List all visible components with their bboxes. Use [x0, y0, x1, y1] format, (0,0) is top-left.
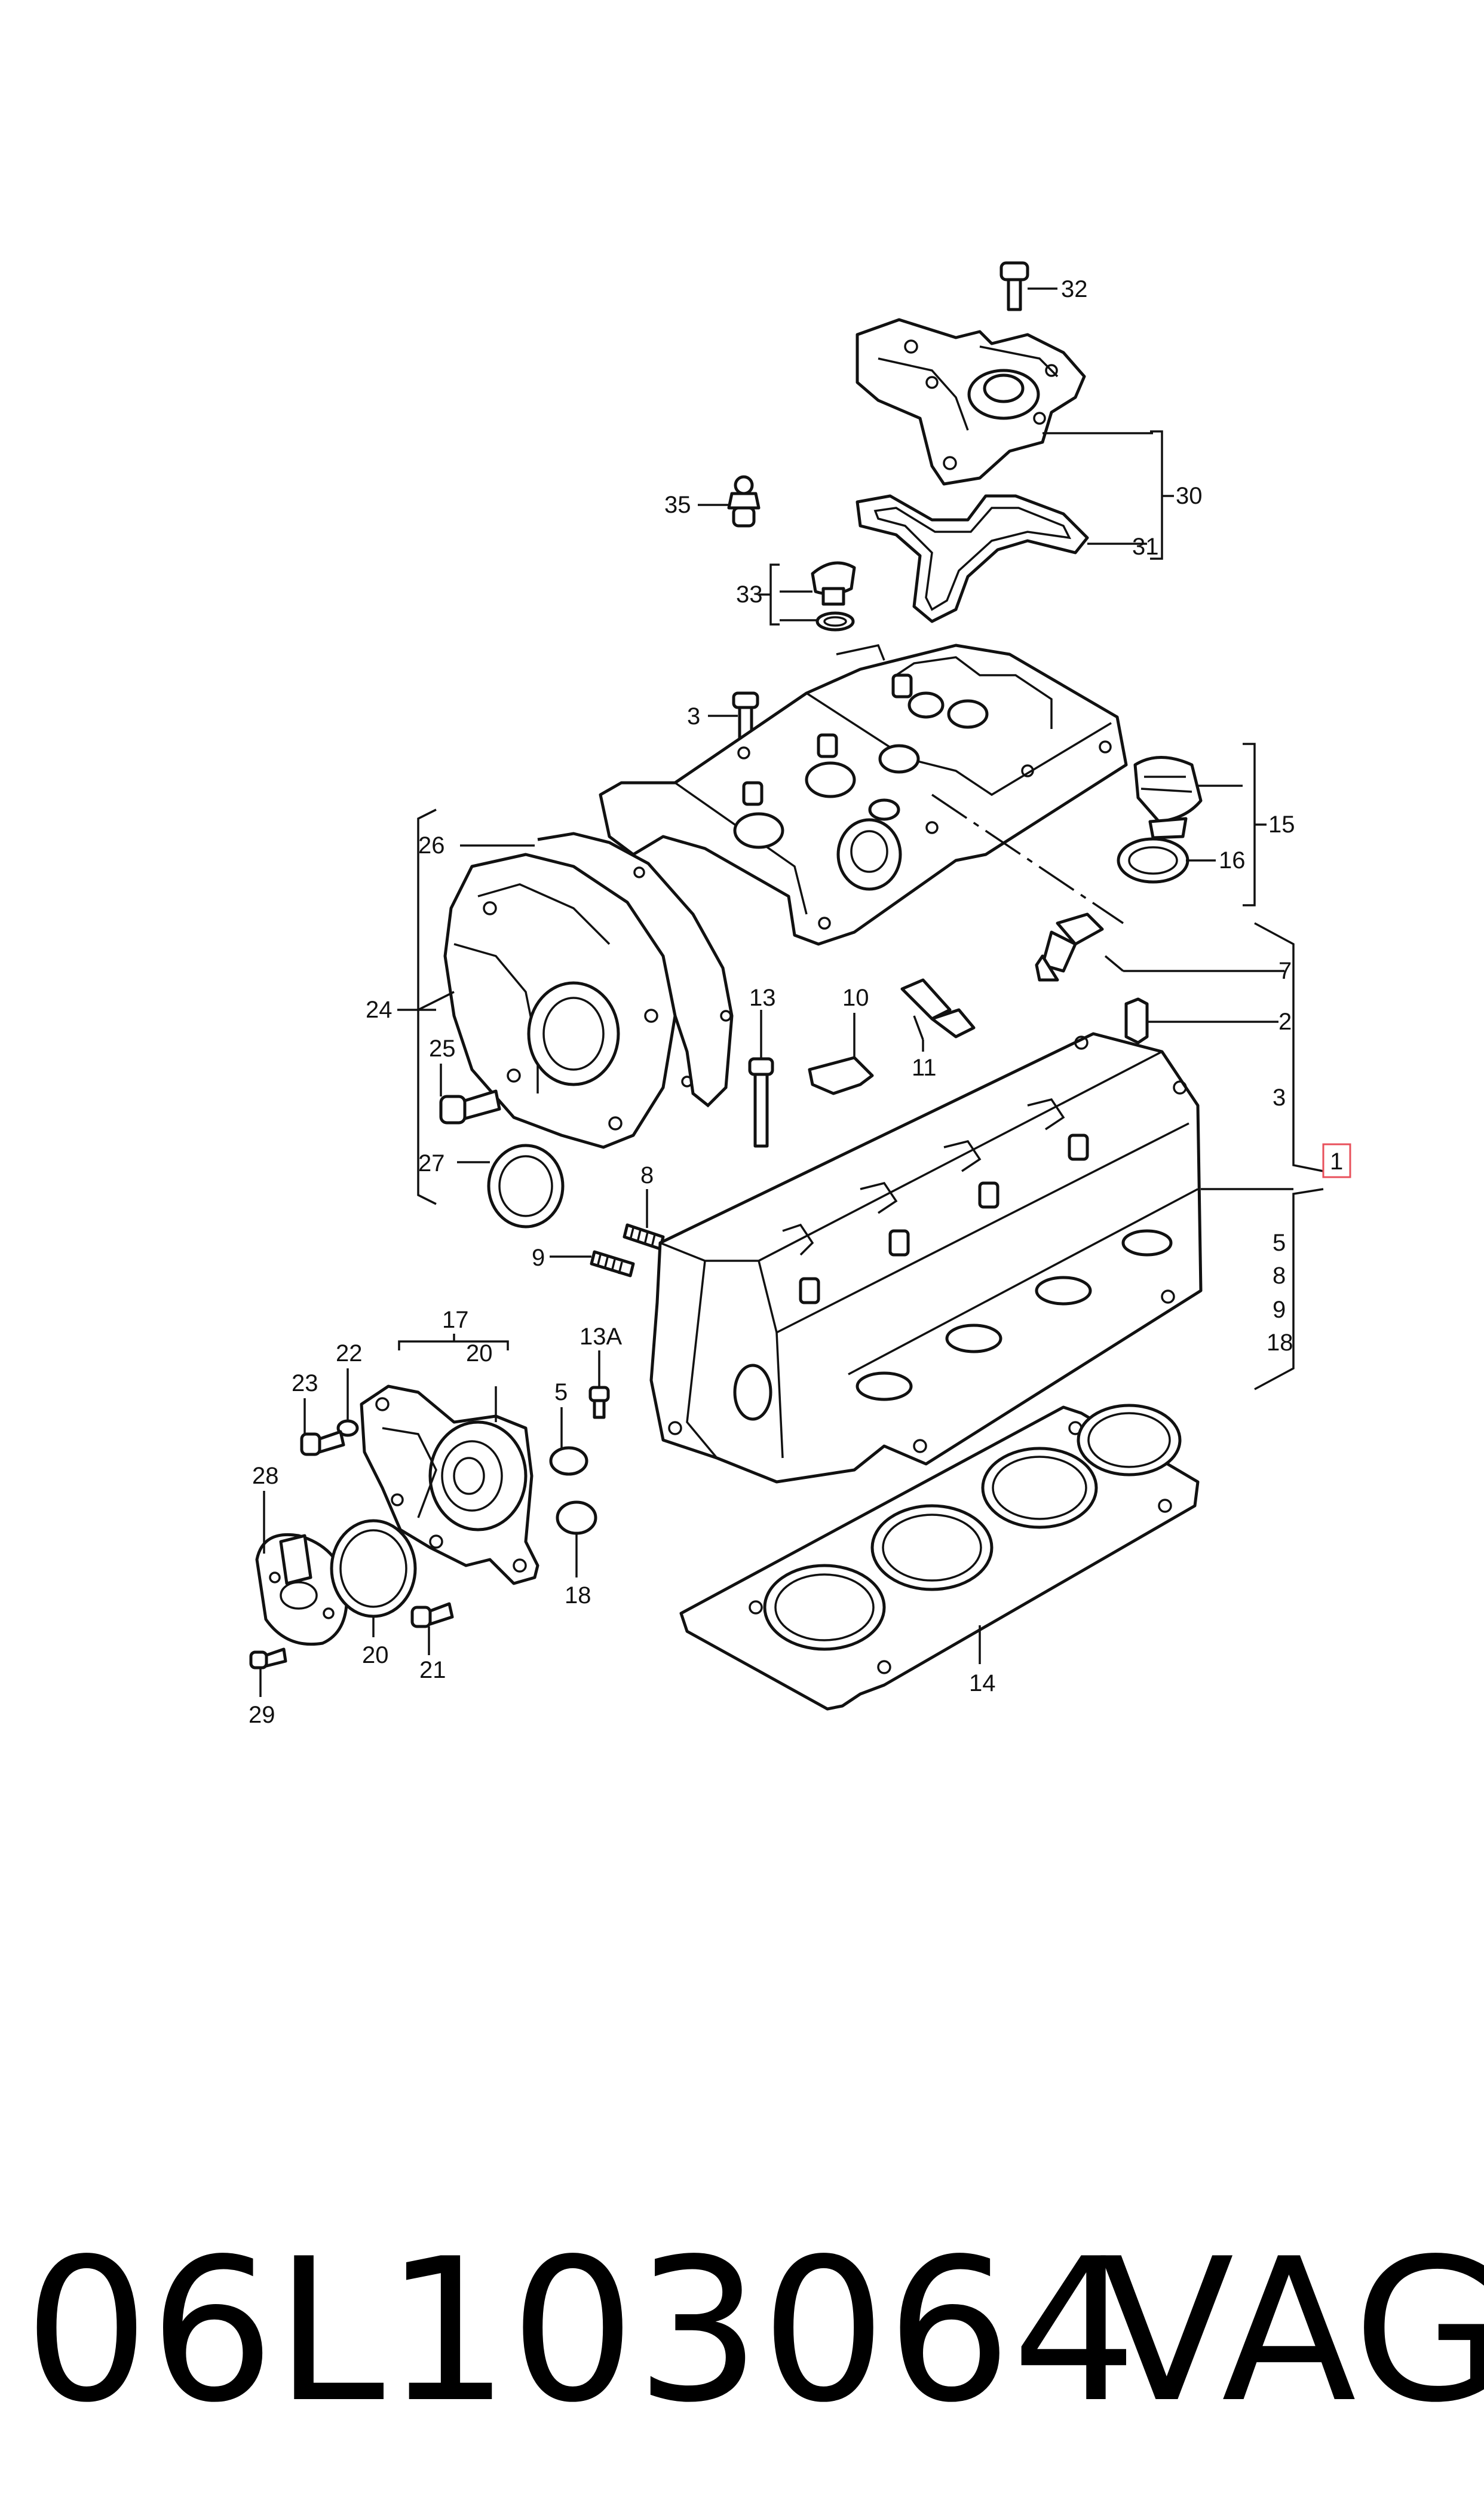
part-5-cap — [549, 1407, 588, 1476]
part-23-bolt — [300, 1398, 345, 1456]
part-1-cylinder-head — [649, 1032, 1293, 1484]
part-16-seal — [1117, 837, 1216, 884]
label-22: 22 — [336, 1340, 363, 1367]
part-20-o-ring — [330, 1519, 417, 1637]
label-15: 15 — [1268, 811, 1295, 838]
part-26-gasket — [460, 832, 734, 1108]
part-21-bolt — [410, 1602, 454, 1655]
part-13-bolt — [748, 1010, 774, 1148]
label-2: 2 — [1278, 1009, 1292, 1035]
label-14: 14 — [969, 1670, 996, 1696]
part-27-seal — [457, 1144, 565, 1229]
label-5-lower: 5 — [554, 1379, 568, 1405]
part-14-head-gasket — [679, 1404, 1200, 1711]
label-3-right: 3 — [1273, 1085, 1286, 1111]
part-17-pump-housing — [360, 1384, 539, 1585]
label-1: 1 — [1330, 1148, 1343, 1175]
part-30-breather-housing — [856, 318, 1153, 486]
label-30: 30 — [1176, 483, 1203, 509]
part-15-oil-cap — [1133, 756, 1243, 840]
label-21: 21 — [419, 1657, 446, 1683]
label-27: 27 — [418, 1150, 445, 1177]
label-24: 24 — [366, 997, 393, 1023]
label-8-right: 8 — [1273, 1263, 1286, 1289]
label-16: 16 — [1219, 847, 1246, 874]
label-7: 7 — [1278, 958, 1292, 984]
label-18-right: 18 — [1267, 1330, 1293, 1356]
label-20-lower: 20 — [362, 1642, 389, 1668]
part-32-bolt — [999, 261, 1057, 311]
label-8-top: 8 — [640, 1162, 654, 1188]
part-35-pin — [698, 475, 761, 528]
part-cylinder-head-cover — [599, 644, 1128, 946]
part-13a-bolt — [588, 1350, 610, 1419]
label-17: 17 — [442, 1307, 469, 1333]
label-5-right: 5 — [1273, 1230, 1286, 1256]
label-33: 33 — [736, 581, 763, 608]
brand-caption: VAG — [1099, 2216, 1484, 2446]
part-10-bracket — [808, 1013, 874, 1095]
part-2-bushing — [1124, 997, 1278, 1044]
bracket-24 — [417, 808, 437, 1011]
part-8-stud — [623, 1189, 665, 1251]
label-10: 10 — [842, 985, 869, 1011]
bracket-15 — [1243, 743, 1256, 906]
part-9-stud — [550, 1250, 635, 1278]
label-18-lower: 18 — [565, 1582, 591, 1609]
part-18-cap — [556, 1500, 597, 1577]
part-33-cap — [780, 561, 856, 632]
part-31-gasket — [856, 494, 1147, 623]
label-20-top: 20 — [466, 1340, 493, 1367]
label-32: 32 — [1061, 276, 1088, 302]
label-9-right: 9 — [1273, 1297, 1286, 1323]
part-25-bolt — [439, 1064, 501, 1125]
bracket-33 — [769, 563, 780, 626]
part-29-bolt — [249, 1647, 287, 1697]
highlight-box-part-1 — [1322, 1143, 1351, 1178]
label-23: 23 — [292, 1370, 318, 1396]
label-31: 31 — [1132, 534, 1159, 560]
label-28: 28 — [252, 1463, 279, 1489]
part-number-caption: 06L103064 — [24, 2216, 1137, 2446]
bracket-1 — [1254, 922, 1324, 1172]
label-11: 11 — [912, 1055, 937, 1081]
label-26: 26 — [418, 832, 445, 859]
part-22-washer — [336, 1368, 359, 1437]
label-9-left: 9 — [532, 1245, 545, 1271]
label-35: 35 — [664, 492, 691, 518]
center-line — [931, 794, 1124, 924]
callout-labels: 32 30 31 35 33 3 15 16 26 7 24 10 13 2 1… — [249, 276, 1343, 1728]
label-25: 25 — [429, 1036, 456, 1062]
part-24-timing-cover — [443, 853, 677, 1149]
label-3-top: 3 — [687, 703, 700, 730]
part-11-pin — [900, 978, 976, 1052]
label-13a: 13A — [580, 1324, 622, 1350]
label-29: 29 — [249, 1702, 275, 1728]
part-7-sensor — [1035, 912, 1284, 982]
label-13: 13 — [749, 985, 776, 1011]
